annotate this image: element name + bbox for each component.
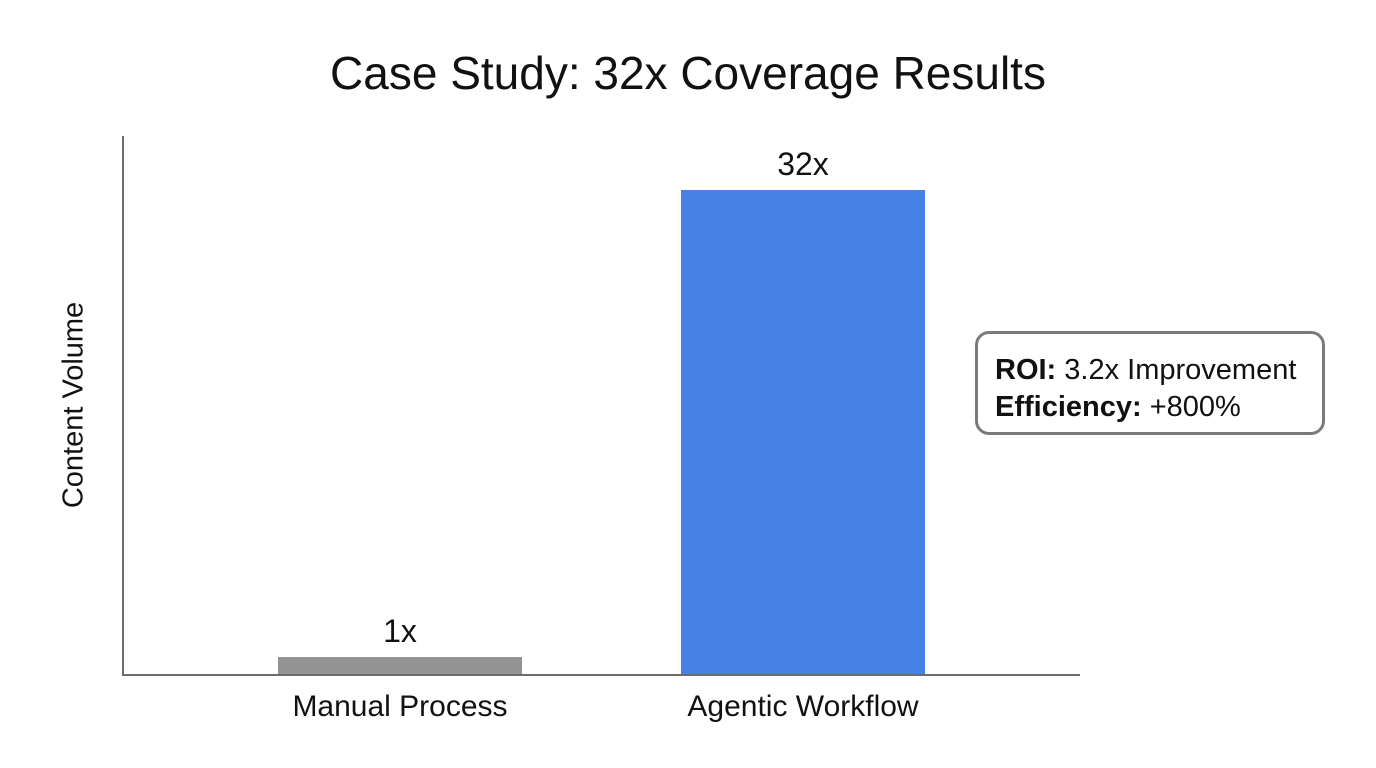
bar-value-label: 32x	[777, 146, 829, 182]
bar-value-label: 1x	[383, 613, 417, 649]
callout-line-roi: ROI: 3.2x Improvement	[995, 354, 1297, 386]
category-label: Agentic Workflow	[687, 690, 919, 723]
callout-line-efficiency: Efficiency: +800%	[995, 391, 1241, 423]
category-label: Manual Process	[292, 690, 508, 723]
y-axis-line	[122, 136, 124, 675]
roi-callout-box: ROI: 3.2x Improvement Efficiency: +800%	[975, 331, 1325, 435]
y-axis-label: Content Volume	[57, 301, 90, 509]
chart-title: Case Study: 32x Coverage Results	[330, 47, 1046, 99]
bar-agentic-workflow	[681, 190, 925, 674]
bar-manual-process	[278, 657, 522, 674]
x-axis-line	[122, 674, 1080, 676]
